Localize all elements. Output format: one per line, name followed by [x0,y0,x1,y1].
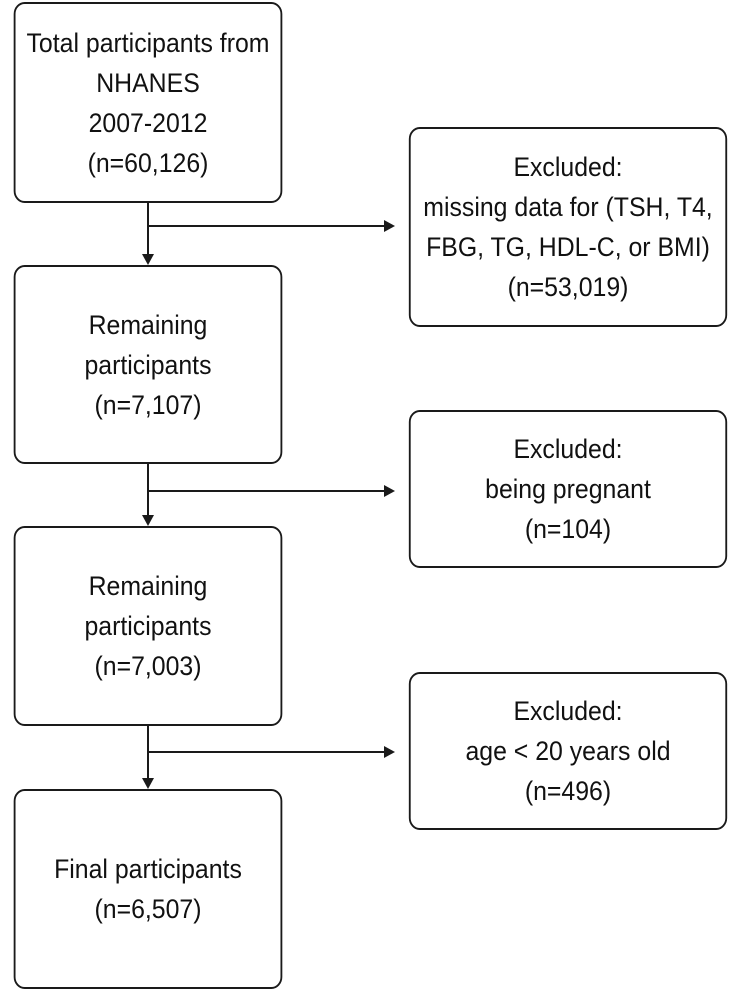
exclusion1-line-2: missing data for (TSH, T4, [423,192,713,222]
exclusion-box-pregnant: Excluded: being pregnant (n=104) [408,410,728,568]
step-box-final: Final participants (n=6,507) [13,789,283,989]
exclusion-box-age: Excluded: age < 20 years old (n=496) [408,672,728,830]
exclusion3-line-1: Excluded: [513,696,623,726]
step-total-line-3: 2007-2012 [88,107,208,138]
step-total-line-1: Total participants from [26,27,270,58]
arrowhead-step4 [142,778,154,789]
exclusion2-line-3: (n=104) [524,514,612,544]
exclusion3-line-2: age < 20 years old [465,736,671,766]
exclusion2-line-1: Excluded: [513,434,623,464]
exclusion1-line-1: Excluded: [513,152,623,182]
arrowhead-exclusion2 [384,485,395,497]
exclusion3-line-3: (n=496) [524,776,612,806]
step-box-remaining-1: Remaining participants (n=7,107) [13,265,283,464]
step-box-remaining-2: Remaining participants (n=7,003) [13,526,283,726]
step-final-line-1: Final participants [54,854,242,884]
exclusion2-line-2: being pregnant [485,474,651,504]
arrowhead-exclusion1 [384,220,395,232]
arrowhead-step2 [142,254,154,265]
exclusion-box-missing-data: Excluded: missing data for (TSH, T4, FBG… [408,127,728,327]
step-total-line-4: (n=60,126) [87,147,209,178]
arrowhead-exclusion3 [384,746,395,758]
step-remaining1-line-1: Remaining [88,309,208,340]
step-remaining2-line-1: Remaining [88,571,208,601]
step-remaining1-line-3: (n=7,107) [94,389,202,420]
exclusion1-line-4: (n=53,019) [507,272,629,302]
exclusion1-line-3: FBG, TG, HDL-C, or BMI) [426,232,710,262]
step-remaining2-line-2: participants [84,611,212,641]
step-remaining2-line-3: (n=7,003) [94,651,202,681]
step-remaining1-line-2: participants [84,349,212,380]
arrowhead-step3 [142,515,154,526]
step-total-line-2: NHANES [96,67,200,98]
step-final-line-2: (n=6,507) [94,894,202,924]
step-box-total: Total participants from NHANES 2007-2012… [13,2,283,203]
